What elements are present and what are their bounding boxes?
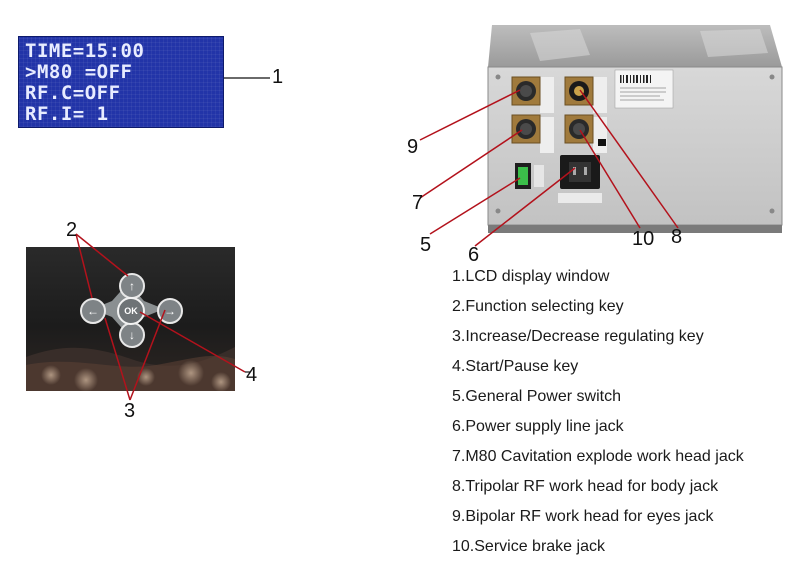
legend-item-6: 6.Power supply line jack bbox=[452, 418, 624, 435]
callout-6: 6 bbox=[468, 244, 480, 266]
legend-item-3: 3.Increase/Decrease regulating key bbox=[452, 328, 704, 345]
callout-4: 4 bbox=[246, 364, 258, 386]
legend-item-10: 10.Service brake jack bbox=[452, 538, 605, 555]
power-inlet bbox=[560, 155, 600, 189]
arrow-right-icon: → bbox=[164, 304, 176, 318]
jack-8 bbox=[564, 76, 594, 106]
legend-item-2: 2.Function selecting key bbox=[452, 298, 624, 315]
lcd-line-rfi: RF.I= 1 bbox=[25, 103, 109, 125]
lcd-line-rfc: RF.C=OFF bbox=[25, 82, 121, 104]
legend-item-5: 5.General Power switch bbox=[452, 388, 621, 405]
power-switch bbox=[515, 163, 531, 189]
lcd-line-time: TIME=15:00 bbox=[25, 40, 145, 62]
bokeh-lights bbox=[41, 360, 231, 391]
arrow-down-icon: ↓ bbox=[129, 328, 135, 342]
keypad-illustration bbox=[26, 283, 235, 391]
ok-key[interactable]: OK bbox=[117, 297, 145, 325]
callout-10: 10 bbox=[632, 228, 655, 250]
arrow-up-icon: ↑ bbox=[129, 279, 135, 293]
arrow-left-icon: ← bbox=[87, 304, 99, 318]
lcd-line-m80: >M80 =OFF bbox=[25, 61, 133, 83]
callout-3: 3 bbox=[124, 400, 136, 422]
legend-item-9: 9.Bipolar RF work head for eyes jack bbox=[452, 508, 714, 525]
device-rear-panel bbox=[487, 25, 783, 233]
legend-item-1: 1.LCD display window bbox=[452, 268, 610, 285]
jack-7 bbox=[511, 114, 541, 144]
left-key[interactable]: ← bbox=[80, 298, 106, 324]
callout-1: 1 bbox=[272, 66, 284, 88]
legend-item-8: 8.Tripolar RF work head for body jack bbox=[452, 478, 719, 495]
up-key[interactable]: ↑ bbox=[119, 273, 145, 299]
legend-item-4: 4.Start/Pause key bbox=[452, 358, 579, 375]
callout-8: 8 bbox=[671, 226, 683, 248]
legend-item-7: 7.M80 Cavitation explode work head jack bbox=[452, 448, 744, 465]
down-key[interactable]: ↓ bbox=[119, 322, 145, 348]
barcode-icon bbox=[620, 75, 651, 83]
callout-7: 7 bbox=[412, 192, 424, 214]
callout-2: 2 bbox=[66, 219, 78, 241]
jack-10 bbox=[564, 114, 594, 144]
callout-5: 5 bbox=[420, 234, 432, 256]
lcd-display: TIME=15:00 >M80 =OFF RF.C=OFF RF.I= 1 bbox=[18, 36, 224, 128]
callout-9: 9 bbox=[407, 136, 419, 158]
ok-key-label: OK bbox=[124, 306, 138, 316]
